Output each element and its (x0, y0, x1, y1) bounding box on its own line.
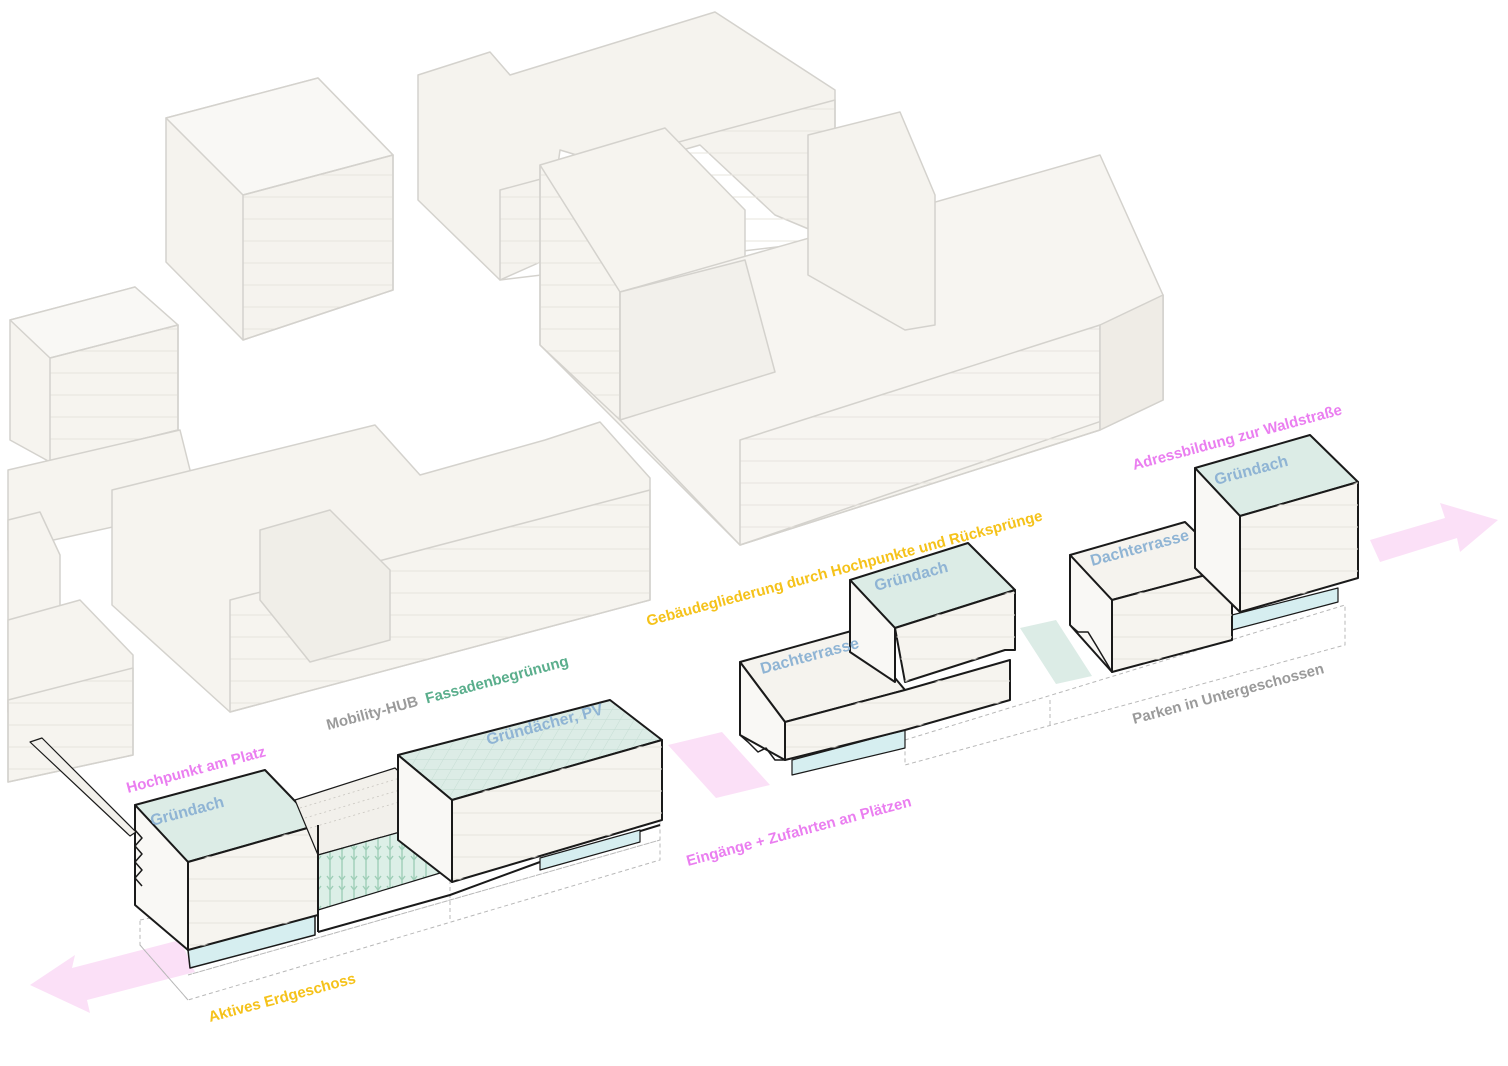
arrow-right (1370, 503, 1498, 562)
context-building-courtyard (539, 111, 1164, 546)
label-parken: Parken in Untergeschossen (1131, 660, 1326, 728)
context-building-square-tower (165, 77, 394, 341)
pink-arrows (30, 503, 1498, 1013)
entrance-strip-2 (1020, 620, 1092, 684)
context-building-left-lower (7, 429, 191, 783)
context-buildings (7, 11, 1164, 783)
label-fassadenbegruenung: Fassadenbegrünung (423, 653, 570, 708)
building-d (1069, 434, 1359, 673)
label-eingaenge: Eingänge + Zufahrten an Plätzen (685, 793, 914, 869)
arrow-left (30, 940, 195, 1013)
label-aktives-erdgeschoss: Aktives Erdgeschoss (207, 970, 358, 1026)
building-a-hochpunkt (29, 737, 319, 969)
building-c (739, 542, 1016, 776)
context-building-left-upper (9, 286, 179, 463)
entrance-strip-1 (668, 732, 770, 798)
label-mobility-hub-text: Mobility-HUB (325, 693, 421, 734)
context-building-u-block (111, 421, 651, 713)
building-b-pv (397, 699, 663, 883)
